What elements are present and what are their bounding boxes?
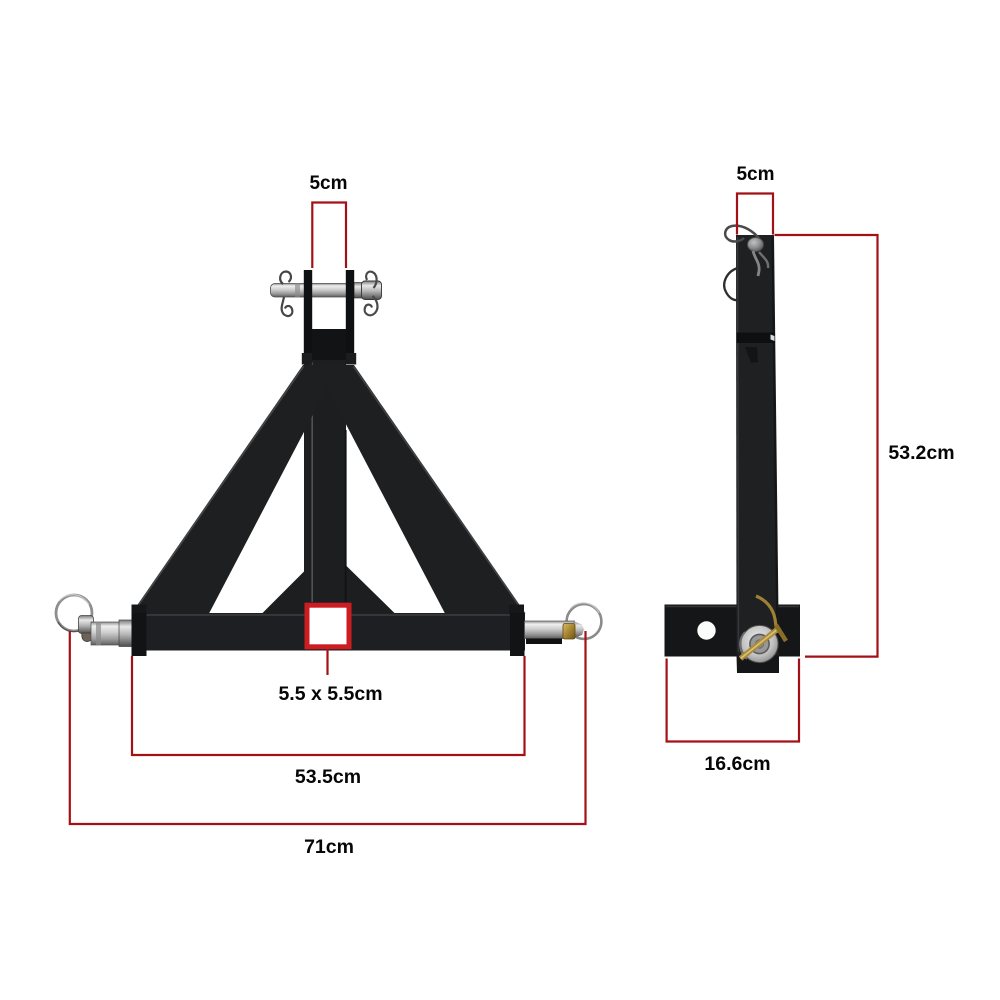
svg-text:5cm: 5cm bbox=[736, 164, 774, 185]
svg-text:5.5 x 5.5cm: 5.5 x 5.5cm bbox=[278, 683, 382, 705]
svg-text:53.2cm: 53.2cm bbox=[888, 442, 954, 464]
svg-text:5cm: 5cm bbox=[309, 173, 347, 194]
svg-text:71cm: 71cm bbox=[304, 836, 354, 858]
svg-text:16.6cm: 16.6cm bbox=[704, 753, 770, 775]
svg-text:53.5cm: 53.5cm bbox=[295, 766, 361, 788]
